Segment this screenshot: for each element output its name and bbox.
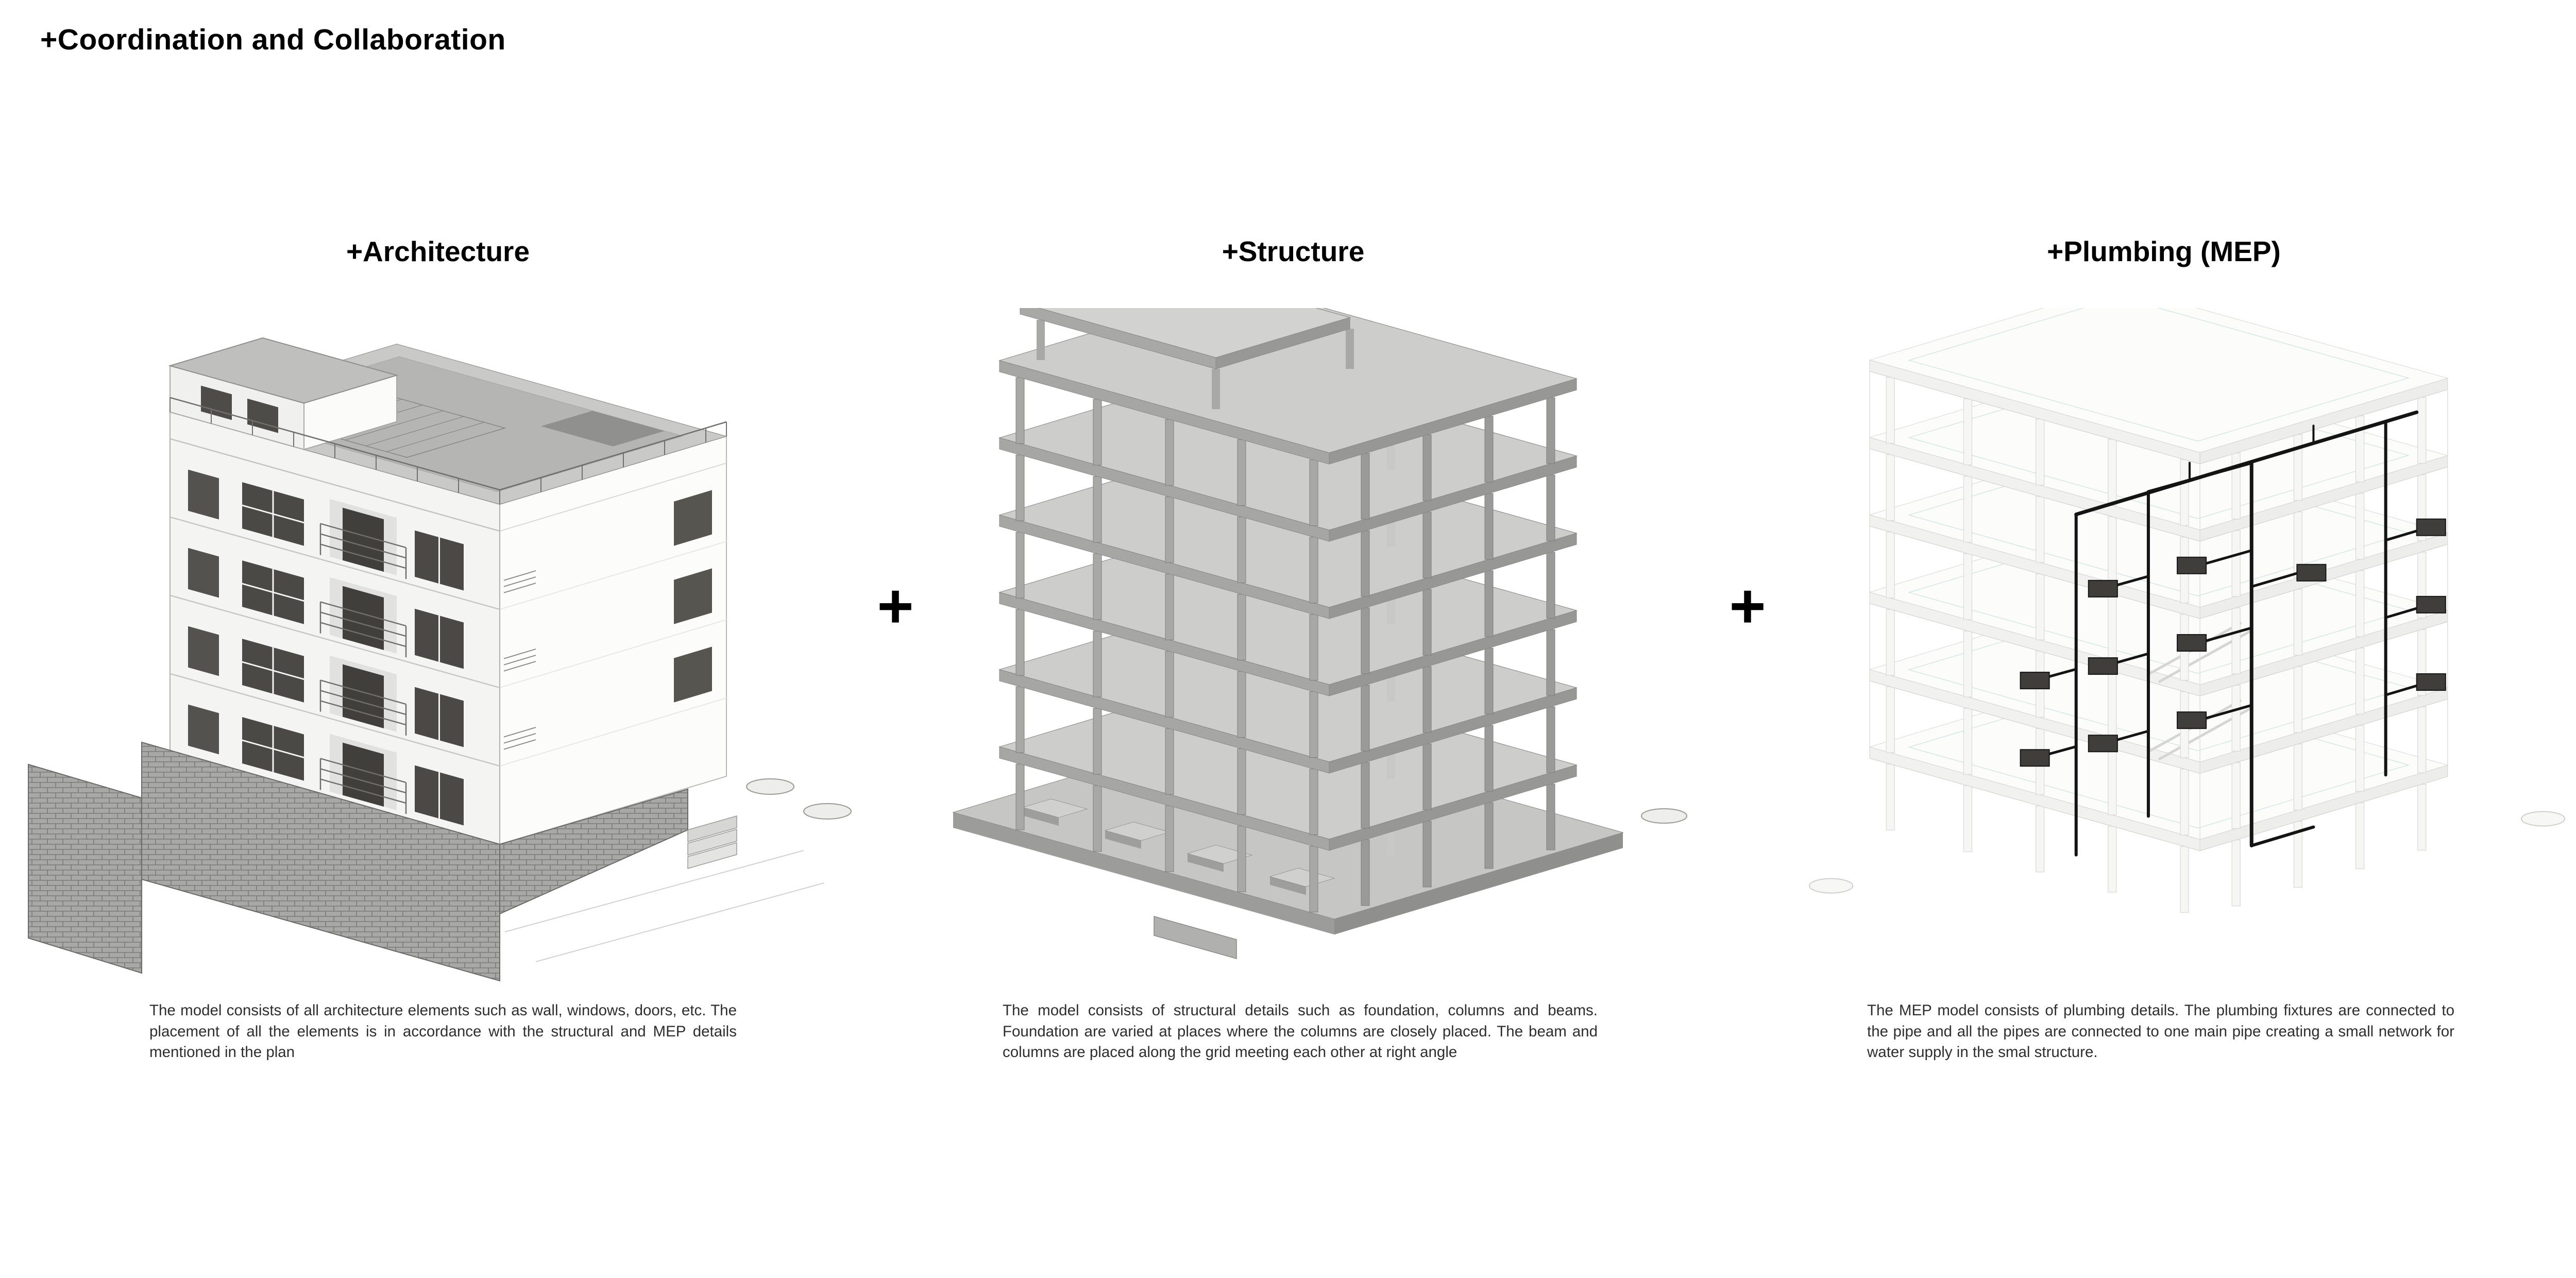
heading-plumbing: +Plumbing (MEP) <box>2047 235 2281 267</box>
architecture-left-facade <box>170 411 500 845</box>
page-title: +Coordination and Collaboration <box>40 23 506 56</box>
plus-operator-1: + <box>877 571 914 641</box>
structure-model-figure <box>876 308 1710 994</box>
plumbing-model-figure <box>1741 308 2576 994</box>
panel-structure: +Structure <box>876 221 1710 1097</box>
architecture-3d-model <box>28 337 852 982</box>
plumbing-fixtures <box>2020 518 2446 767</box>
landscape-ellipses <box>1808 811 2566 894</box>
structural-frame <box>999 308 1577 913</box>
architecture-penthouse <box>168 337 399 450</box>
caption-plumbing: The MEP model consists of plumbing detai… <box>1867 1002 2454 1061</box>
heading-structure: +Structure <box>1222 235 1365 267</box>
structure-3d-model <box>952 308 1687 959</box>
roof-railing <box>170 397 727 504</box>
stone-base <box>28 741 852 982</box>
plumbing-pipes <box>2033 410 2431 857</box>
ghost-structure-wireframe <box>1869 308 2449 913</box>
caption-structure: The model consists of structural details… <box>1003 1002 1598 1061</box>
caption-architecture: The model consists of all architecture e… <box>149 1002 737 1061</box>
panel-architecture: +Architecture <box>21 221 855 1097</box>
landscape-ellipse <box>1641 808 1687 824</box>
heading-architecture: +Architecture <box>346 235 530 267</box>
panel-plumbing: +Plumbing (MEP) <box>1741 221 2576 1097</box>
plumbing-3d-model <box>1808 308 2566 913</box>
plus-operator-2: + <box>1729 571 1766 641</box>
architecture-model-figure <box>21 308 855 994</box>
architecture-right-facade <box>499 435 727 845</box>
